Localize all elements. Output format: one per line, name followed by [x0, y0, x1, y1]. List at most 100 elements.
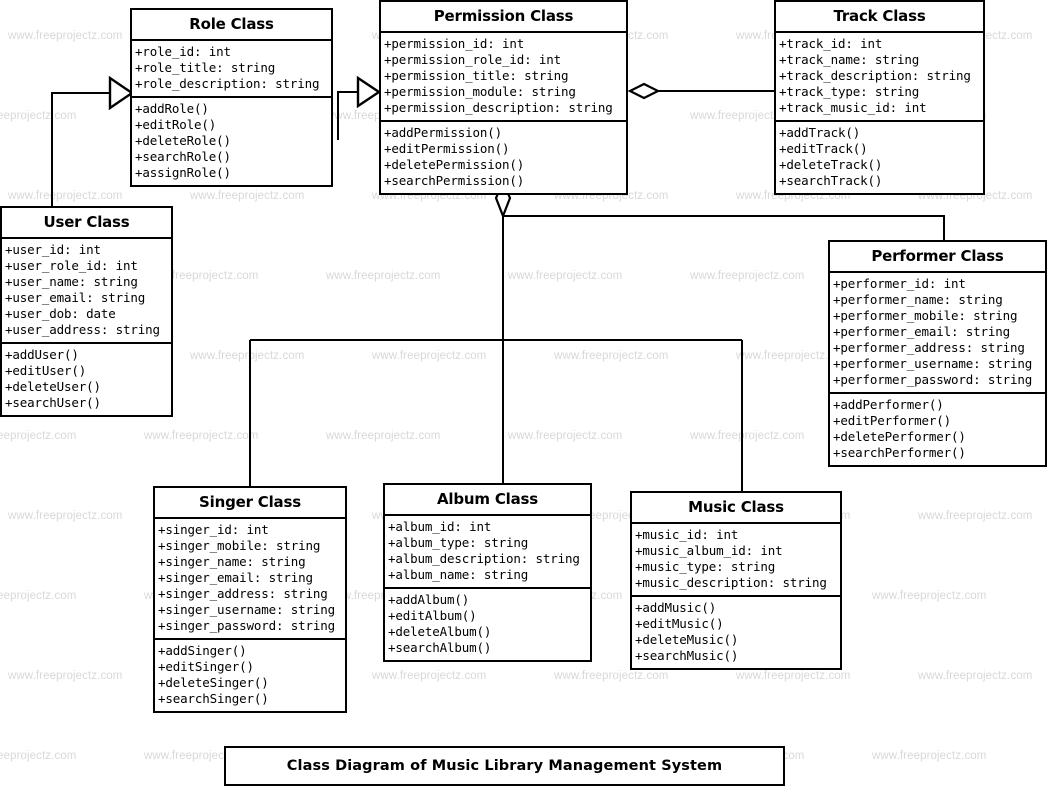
- diagram-caption-box: Class Diagram of Music Library Managemen…: [224, 746, 785, 786]
- method-row: +deletePermission(): [384, 157, 525, 172]
- class-separator: [381, 120, 626, 122]
- watermark-text: www.freeprojectz.com: [508, 270, 623, 282]
- watermark-text: www.freeprojectz.com: [372, 350, 487, 362]
- attribute-row: +singer_password: string: [158, 618, 336, 633]
- watermark-text: www.freeprojectz.com: [326, 430, 441, 442]
- watermark-text: www.freeprojectz.com: [918, 670, 1033, 682]
- method-row: +searchAlbum(): [388, 640, 492, 655]
- class-box-album[interactable]: Album Class +album_id: int +album_type: …: [383, 483, 592, 662]
- method-row: +addAlbum(): [388, 592, 470, 607]
- watermark-text: www.freeprojectz.com: [144, 430, 259, 442]
- class-title-role: Role Class: [189, 15, 274, 33]
- method-row: +editMusic(): [635, 616, 724, 631]
- attribute-row: +singer_id: int: [158, 522, 269, 537]
- class-separator: [632, 595, 840, 597]
- watermark-text: www.freeprojectz.com: [372, 670, 487, 682]
- method-row: +searchPermission(): [384, 173, 525, 188]
- method-row: +deleteMusic(): [635, 632, 739, 647]
- class-box-track[interactable]: Track Class +track_id: int +track_name: …: [774, 0, 985, 195]
- method-row: +deletePerformer(): [833, 429, 966, 444]
- class-box-user[interactable]: User Class +user_id: int +user_role_id: …: [0, 206, 173, 417]
- method-row: +assignRole(): [135, 165, 231, 180]
- attribute-row: +album_name: string: [388, 567, 529, 582]
- attribute-row: +permission_role_id: int: [384, 52, 562, 67]
- method-row: +editAlbum(): [388, 608, 477, 623]
- attribute-row: +role_title: string: [135, 60, 276, 75]
- attribute-row: +track_description: string: [779, 68, 971, 83]
- watermark-text: www.freeprojectz.com: [736, 670, 851, 682]
- attribute-row: +permission_description: string: [384, 100, 613, 115]
- attribute-row: +user_id: int: [5, 242, 101, 257]
- class-separator: [776, 31, 983, 33]
- methods-singer: +addSinger() +editSinger() +deleteSinger…: [155, 640, 345, 711]
- class-separator: [132, 96, 331, 98]
- watermark-text: www.freeprojectz.com: [872, 590, 987, 602]
- method-row: +searchMusic(): [635, 648, 739, 663]
- method-row: +editUser(): [5, 363, 87, 378]
- watermark-text: www.freeprojectz.com: [190, 190, 305, 202]
- class-separator: [132, 39, 331, 41]
- attribute-row: +user_address: string: [5, 322, 160, 337]
- class-box-performer[interactable]: Performer Class +performer_id: int +perf…: [828, 240, 1047, 467]
- watermark-text: www.freeprojectz.com: [326, 270, 441, 282]
- attribute-row: +track_music_id: int: [779, 100, 927, 115]
- attribute-row: +role_id: int: [135, 44, 231, 59]
- attribute-row: +album_id: int: [388, 519, 492, 534]
- class-box-role[interactable]: Role Class +role_id: int +role_title: st…: [130, 8, 333, 187]
- method-row: +editTrack(): [779, 141, 868, 156]
- attribute-row: +performer_name: string: [833, 292, 1003, 307]
- method-row: +editRole(): [135, 117, 217, 132]
- class-box-music[interactable]: Music Class +music_id: int +music_album_…: [630, 491, 842, 670]
- edge-role-permission: [336, 90, 358, 140]
- class-separator: [155, 517, 345, 519]
- attribute-row: +performer_mobile: string: [833, 308, 1018, 323]
- class-separator: [776, 120, 983, 122]
- methods-track: +addTrack() +editTrack() +deleteTrack() …: [776, 122, 983, 193]
- attribute-row: +singer_mobile: string: [158, 538, 321, 553]
- attribute-row: +music_id: int: [635, 527, 739, 542]
- methods-music: +addMusic() +editMusic() +deleteMusic() …: [632, 597, 840, 668]
- watermark-text: www.freeprojectz.com: [918, 510, 1033, 522]
- watermark-text: www.freeprojectz.com: [554, 350, 669, 362]
- attribute-row: +performer_password: string: [833, 372, 1033, 387]
- attribute-row: +user_email: string: [5, 290, 146, 305]
- attribute-row: +singer_username: string: [158, 602, 336, 617]
- method-row: +searchPerformer(): [833, 445, 966, 460]
- attributes-track: +track_id: int +track_name: string +trac…: [776, 33, 983, 120]
- watermark-text: www.freeprojectz.com: [690, 270, 805, 282]
- method-row: +deleteRole(): [135, 133, 231, 148]
- watermark-text: www.freeprojectz.com: [8, 190, 123, 202]
- watermark-text: www.freeprojectz.com: [872, 750, 987, 762]
- generalization-arrow-role: [108, 75, 135, 111]
- attributes-singer: +singer_id: int +singer_mobile: string +…: [155, 519, 345, 638]
- attribute-row: +track_id: int: [779, 36, 883, 51]
- class-title-album: Album Class: [437, 490, 538, 508]
- method-row: +addMusic(): [635, 600, 717, 615]
- class-separator: [632, 522, 840, 524]
- class-box-singer[interactable]: Singer Class +singer_id: int +singer_mob…: [153, 486, 347, 713]
- class-box-permission[interactable]: Permission Class +permission_id: int +pe…: [379, 0, 628, 195]
- watermark-text: www.freeprojectz.com: [8, 510, 123, 522]
- attribute-row: +track_name: string: [779, 52, 920, 67]
- attribute-row: +track_type: string: [779, 84, 920, 99]
- methods-performer: +addPerformer() +editPerformer() +delete…: [830, 394, 1045, 465]
- class-title-performer: Performer Class: [871, 247, 1004, 265]
- watermark-text: www.freeprojectz.com: [0, 430, 77, 442]
- method-row: +searchSinger(): [158, 691, 269, 706]
- attribute-row: +user_dob: date: [5, 306, 116, 321]
- method-row: +editPerformer(): [833, 413, 952, 428]
- watermark-text: www.freeprojectz.com: [0, 590, 77, 602]
- attribute-row: +album_description: string: [388, 551, 580, 566]
- method-row: +searchTrack(): [779, 173, 883, 188]
- watermark-text: www.freeprojectz.com: [508, 430, 623, 442]
- edge-user-role: [50, 91, 110, 215]
- generalization-arrow-permission: [356, 75, 382, 109]
- attribute-row: +permission_module: string: [384, 84, 576, 99]
- class-separator: [2, 237, 171, 239]
- watermark-text: www.freeprojectz.com: [0, 110, 77, 122]
- attribute-row: +singer_name: string: [158, 554, 306, 569]
- attributes-music: +music_id: int +music_album_id: int +mus…: [632, 524, 840, 595]
- class-title-permission: Permission Class: [433, 7, 574, 25]
- method-row: +addSinger(): [158, 643, 247, 658]
